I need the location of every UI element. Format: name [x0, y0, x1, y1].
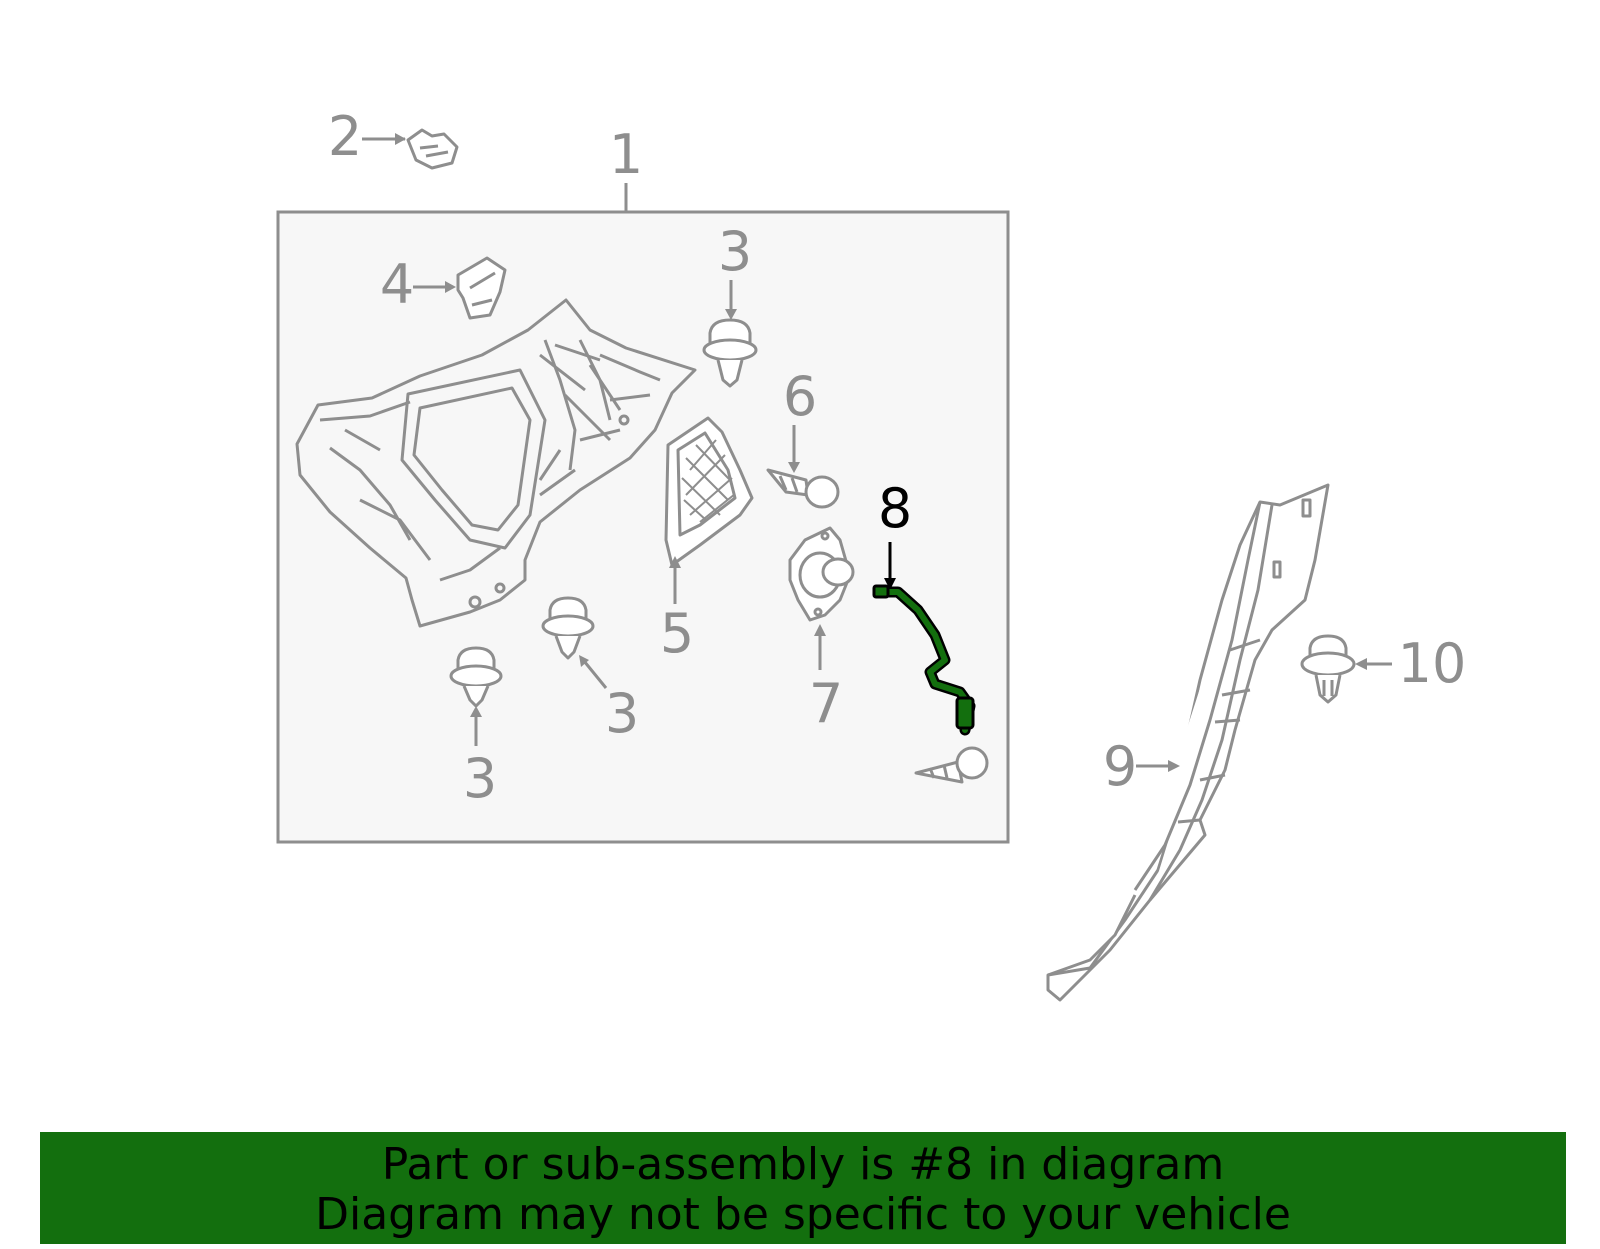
part-5-speaker-grille	[664, 416, 754, 567]
arrowhead-3-bottom	[470, 706, 482, 717]
banner-line-part: Part or sub-assembly is #8 in diagram	[381, 1139, 1225, 1190]
arrowhead-3-mid	[579, 655, 589, 667]
callout-6: 6	[783, 365, 817, 428]
callout-4: 4	[380, 253, 414, 316]
callout-7: 7	[809, 672, 843, 735]
arrowhead-10	[1355, 658, 1367, 670]
callout-3-bottom: 3	[463, 747, 497, 810]
callout-1: 1	[609, 123, 643, 186]
callout-5: 5	[660, 602, 694, 665]
arrowhead-5	[669, 556, 681, 568]
callout-8: 8	[878, 477, 912, 540]
part-9-pillar-trim	[1046, 483, 1330, 1002]
part-2-clip	[406, 128, 459, 170]
callout-2: 2	[328, 105, 362, 168]
part-1-quarter-trim-panel	[295, 298, 697, 628]
arrowhead-6	[788, 462, 800, 473]
arrowhead-9	[1168, 760, 1180, 772]
arrowhead-2	[395, 133, 406, 145]
part-6-screw	[766, 468, 840, 509]
arrowhead-8	[884, 578, 896, 590]
part-3-clip-mid	[541, 596, 595, 660]
banner-line-disclaimer: Diagram may not be specific to your vehi…	[315, 1189, 1291, 1240]
arrowhead-7	[814, 624, 826, 636]
arrowhead-3-top	[725, 309, 737, 320]
arrowhead-4	[445, 281, 456, 293]
part-10-clip	[1300, 634, 1356, 704]
arrow-3-mid	[582, 660, 608, 689]
callout-10: 10	[1398, 632, 1467, 695]
part-3-clip-top	[702, 318, 758, 388]
part-8-wire-harness	[872, 584, 976, 736]
callout-3-top: 3	[718, 220, 752, 283]
callout-9: 9	[1103, 735, 1137, 798]
part-screw-bottom	[914, 746, 989, 784]
info-banner: Part or sub-assembly is #8 in diagram Di…	[40, 1132, 1566, 1244]
callout-3-mid: 3	[605, 682, 639, 745]
part-4-bracket	[456, 256, 507, 320]
part-7-speaker	[788, 526, 855, 622]
